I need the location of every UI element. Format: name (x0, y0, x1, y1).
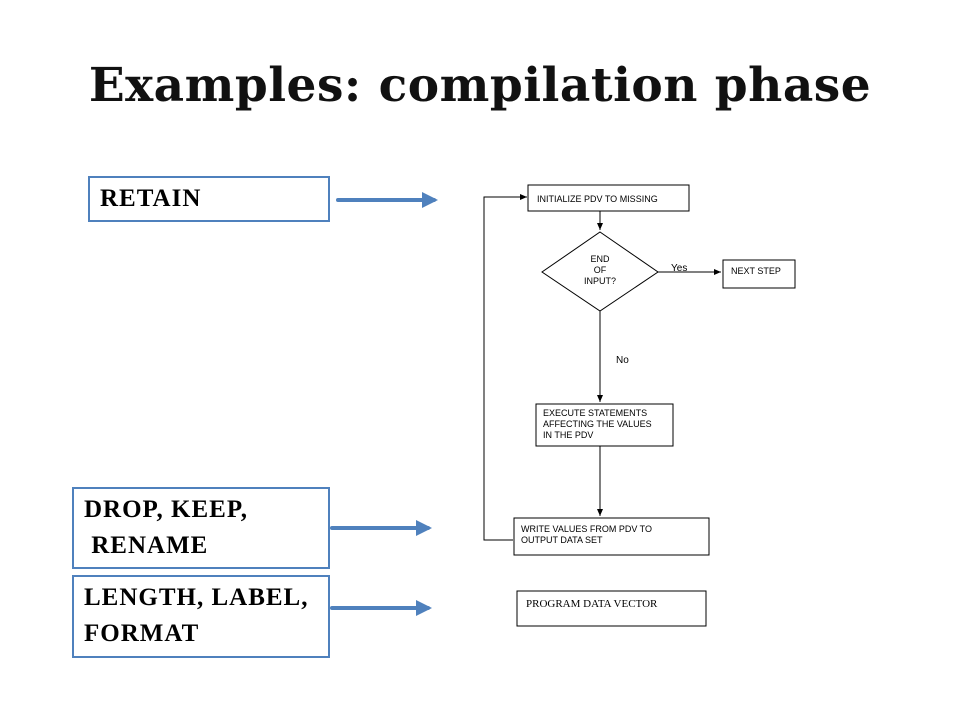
drop-keep-rename-line-1: DROP, KEEP, (84, 496, 249, 523)
write-values-box (513, 517, 710, 556)
execute-statements-box (535, 403, 674, 447)
pdv-box (516, 590, 707, 627)
retain-callout: RETAIN (88, 176, 330, 222)
end-of-input-decision (541, 231, 659, 312)
yes-label: Yes (671, 263, 687, 274)
execute-text-line-1: EXECUTE STATEMENTS (543, 408, 647, 418)
decision-text-line-1: END (590, 254, 610, 264)
write-text-line-2: OUTPUT DATA SET (521, 535, 603, 545)
flowchart-connectors (483, 194, 721, 541)
write-text-line-1: WRITE VALUES FROM PDV TO (521, 524, 652, 534)
slide-title: Examples: compilation phase (88, 58, 872, 113)
drop-keep-rename-line-2: RENAME (84, 532, 209, 559)
next-step-box (722, 259, 796, 289)
retain-callout-line: RETAIN (100, 185, 202, 212)
init-box (527, 184, 690, 212)
execute-text-line-2: AFFECTING THE VALUES (543, 419, 652, 429)
decision-text-line-2: OF (594, 265, 607, 275)
no-label: No (616, 355, 629, 366)
length-label-format-line-2: FORMAT (84, 620, 200, 647)
decision-text-line-3: INPUT? (584, 276, 616, 286)
next-step-box-text: NEXT STEP (731, 266, 781, 276)
loop-back-connector (483, 194, 527, 541)
execute-text-line-3: IN THE PDV (543, 430, 593, 440)
length-label-format-callout: LENGTH, LABEL, FORMAT (72, 575, 330, 658)
drop-keep-rename-callout: DROP, KEEP, RENAME (72, 487, 330, 569)
pdv-box-text: PROGRAM DATA VECTOR (526, 598, 658, 610)
length-label-format-line-1: LENGTH, LABEL, (84, 584, 309, 611)
init-box-text: INITIALIZE PDV TO MISSING (537, 194, 658, 204)
